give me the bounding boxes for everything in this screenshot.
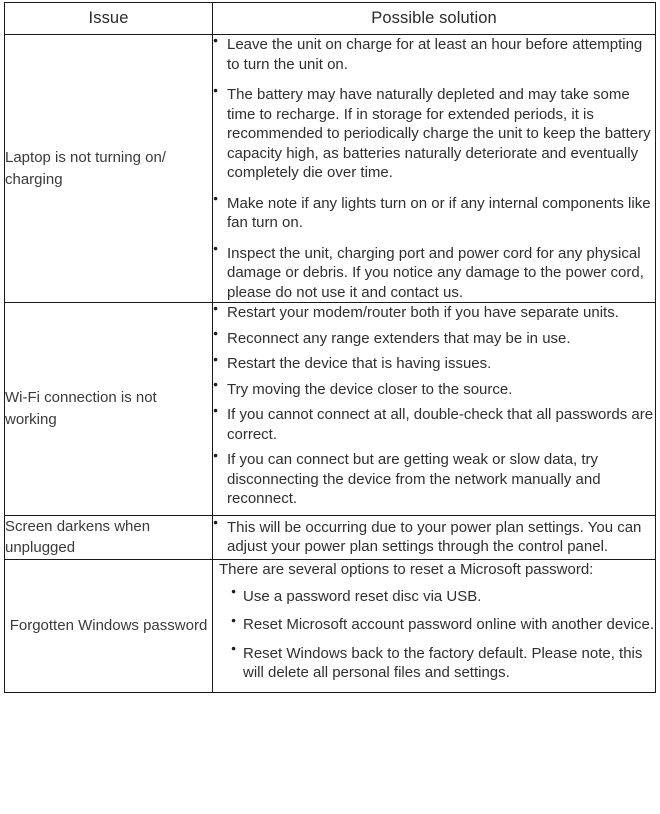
table-row: Laptop is not turning on/ charging Leave … xyxy=(4,34,656,303)
issue-cell: Wi-Fi connection is not working xyxy=(4,302,213,516)
solution-cell: There are several options to reset a Mic… xyxy=(212,559,656,693)
issue-cell: Screen darkens when unplugged xyxy=(4,514,213,560)
table-body: Laptop is not turning on/ charging Leave … xyxy=(4,34,656,693)
table-row: Wi-Fi connection is not working Restart y… xyxy=(4,302,656,516)
column-header-issue: Issue xyxy=(4,2,213,35)
solution-bullet: Restart the device that is having issues… xyxy=(213,354,655,374)
issue-label: Wi-Fi connection is not working xyxy=(5,389,157,428)
header-row: Issue Possible solution xyxy=(4,2,656,35)
solution-intro: There are several options to reset a Mic… xyxy=(219,561,594,578)
issue-cell: Forgotten Windows password xyxy=(4,559,213,693)
table-row: Screen darkens when unplugged This will b… xyxy=(4,514,656,560)
solution-bullet: This will be occurring due to your power… xyxy=(213,517,655,557)
table-header: Issue Possible solution xyxy=(4,2,656,35)
solution-bullet: Reconnect any range extenders that may b… xyxy=(213,328,655,349)
solution-cell: Leave the unit on charge for at least an… xyxy=(212,34,656,303)
issue-label: Laptop is not turning on/ charging xyxy=(5,148,166,188)
solution-bullet: Inspect the unit, charging port and powe… xyxy=(213,243,655,303)
solution-bullet: Reset Windows back to the factory defaul… xyxy=(231,643,655,683)
solution-bullet: Leave the unit on charge for at least an… xyxy=(213,35,655,74)
solution-cell: This will be occurring due to your power… xyxy=(212,514,656,560)
solution-cell: Restart your modem/router both if you ha… xyxy=(212,302,656,516)
solution-list: Restart your modem/router both if you ha… xyxy=(213,303,655,509)
troubleshooting-table: Issue Possible solution Laptop is not tu… xyxy=(4,2,656,693)
solution-bullet: If you can connect but are getting weak … xyxy=(213,450,655,509)
issue-label: Forgotten Windows password xyxy=(9,616,208,634)
column-header-solution: Possible solution xyxy=(212,2,656,35)
solution-bullet: Reset Microsoft account password online … xyxy=(231,615,655,635)
issue-cell: Laptop is not turning on/ charging xyxy=(4,34,213,303)
solution-list: Leave the unit on charge for at least an… xyxy=(213,35,655,302)
solution-bullet: The battery may have naturally depleted … xyxy=(213,85,655,183)
issue-label: Screen darkens when unplugged xyxy=(5,517,151,557)
solution-bullet: Restart your modem/router both if you ha… xyxy=(213,303,655,323)
table-row: Forgotten Windows password There are seve… xyxy=(4,559,656,693)
solution-bullet: Try moving the device closer to the sour… xyxy=(213,379,655,400)
solution-list: Use a password reset disc via USB. Reset … xyxy=(231,586,655,683)
solution-bullet: If you cannot connect at all, double-che… xyxy=(213,405,655,444)
solution-bullet: Use a password reset disc via USB. xyxy=(231,586,655,607)
solution-list: This will be occurring due to your power… xyxy=(213,517,655,557)
solution-bullet: Make note if any lights turn on or if an… xyxy=(213,193,655,233)
